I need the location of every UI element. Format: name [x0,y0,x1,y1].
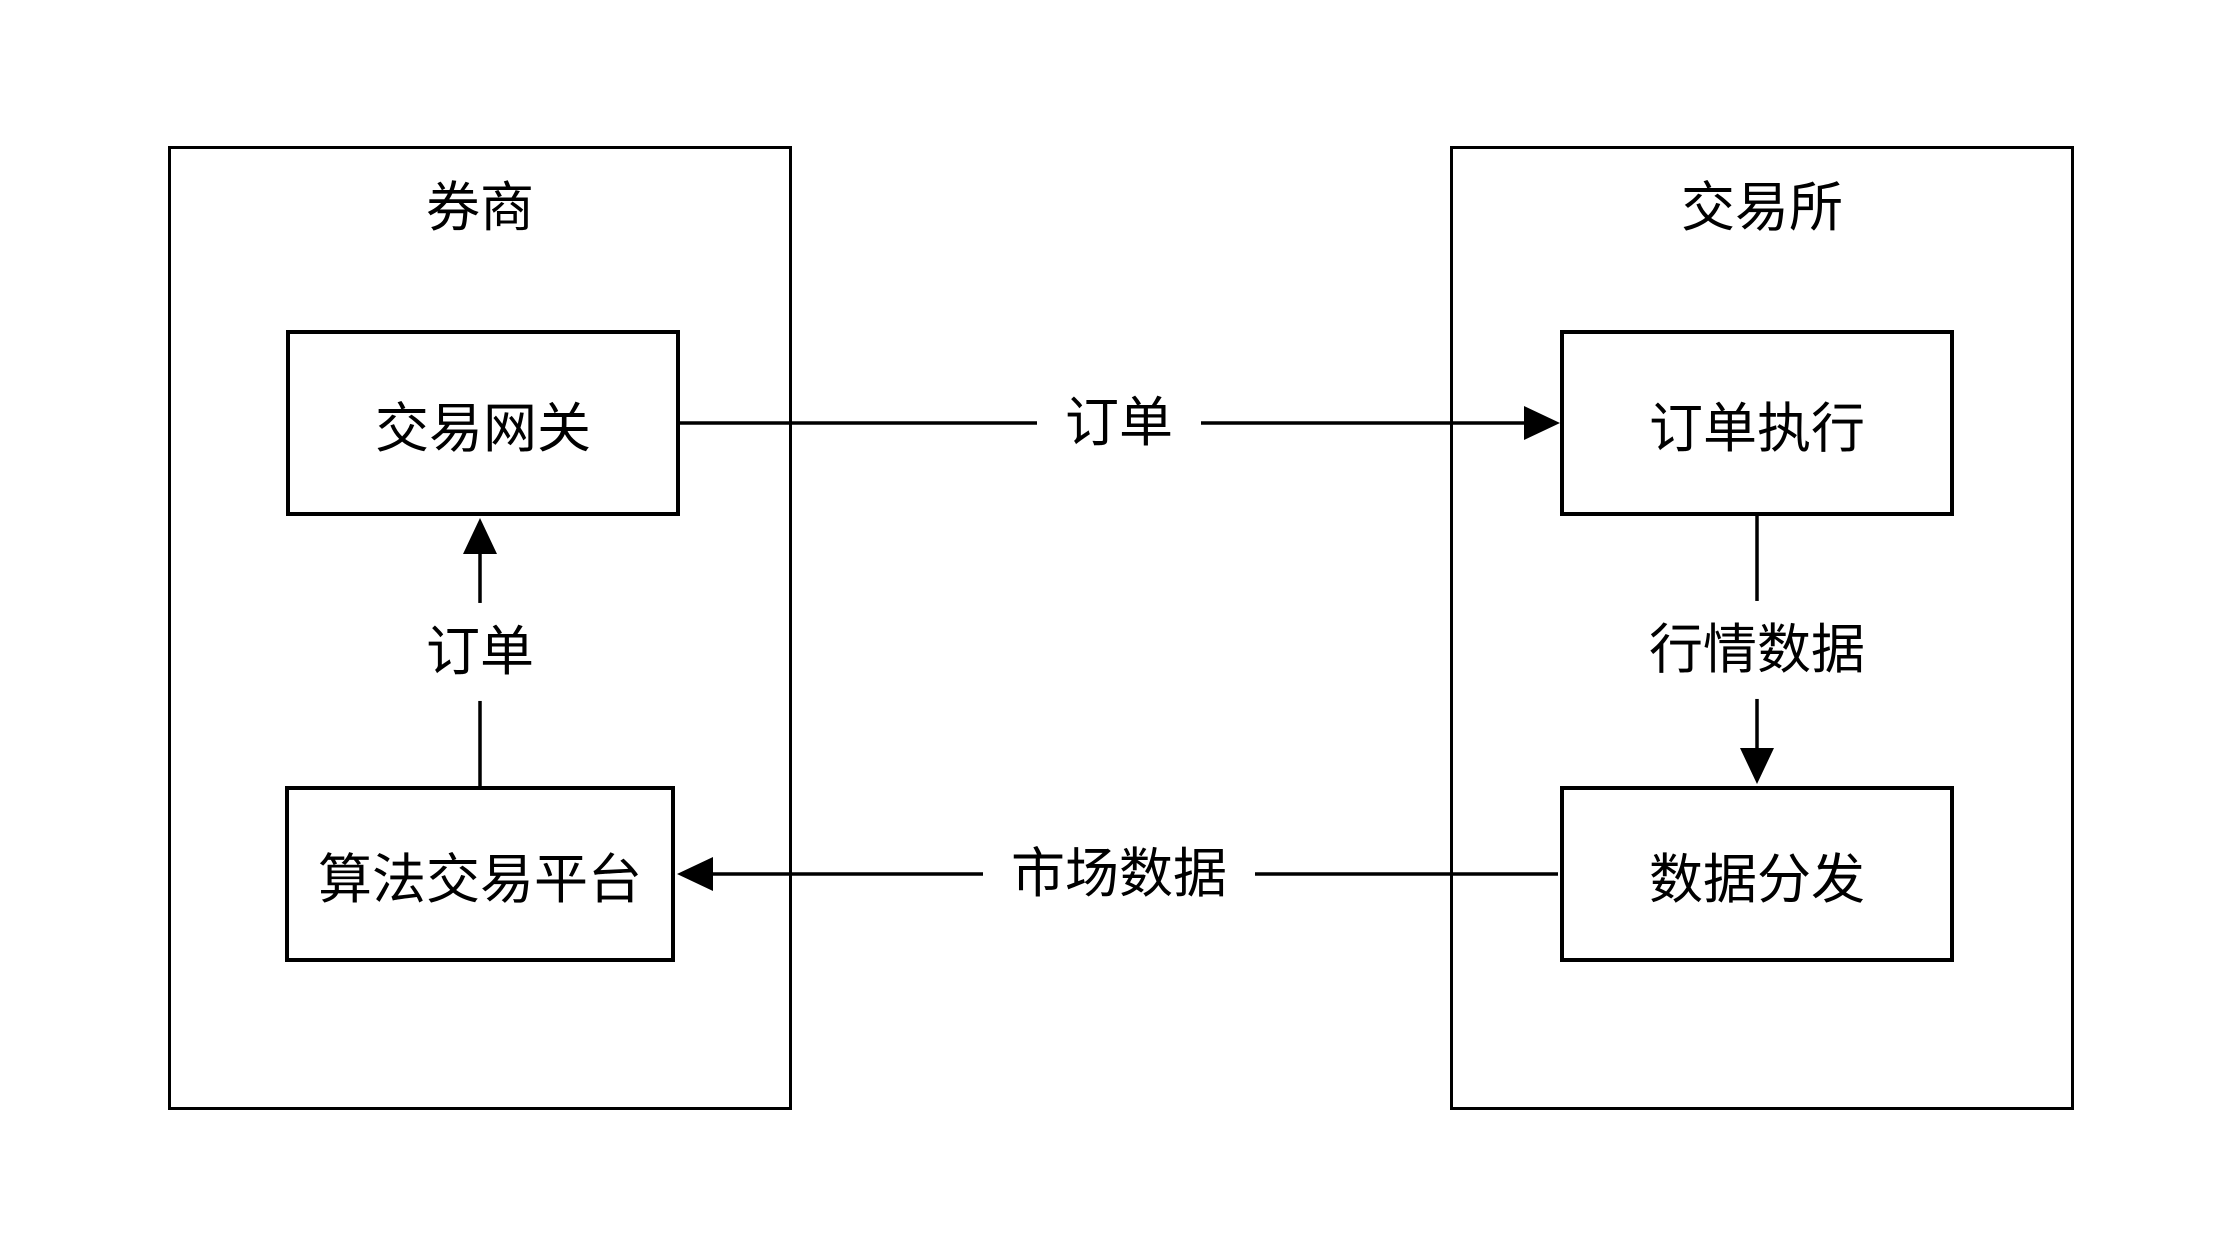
node-algo-platform-label: 算法交易平台 [318,849,642,910]
edge-label-order-left: 订单 [414,602,546,702]
exchange-container-box [1450,146,2074,1110]
node-data-distribution: 数据分发 [1560,786,1954,962]
broker-container-box [168,146,792,1110]
edge-label-market-bottom: 市场数据 [983,840,1255,908]
node-order-execution: 订单执行 [1560,330,1954,516]
node-algo-platform: 算法交易平台 [285,786,675,962]
node-order-execution-label: 订单执行 [1649,398,1865,459]
edge-label-quote-right: 行情数据 [1637,600,1877,700]
exchange-title: 交易所 [1681,178,1843,238]
node-data-distribution-label: 数据分发 [1649,849,1865,910]
node-trading-gateway-label: 交易网关 [375,398,591,459]
broker-title: 券商 [426,178,534,238]
edge-label-order-top: 订单 [1037,389,1201,457]
node-trading-gateway: 交易网关 [286,330,680,516]
